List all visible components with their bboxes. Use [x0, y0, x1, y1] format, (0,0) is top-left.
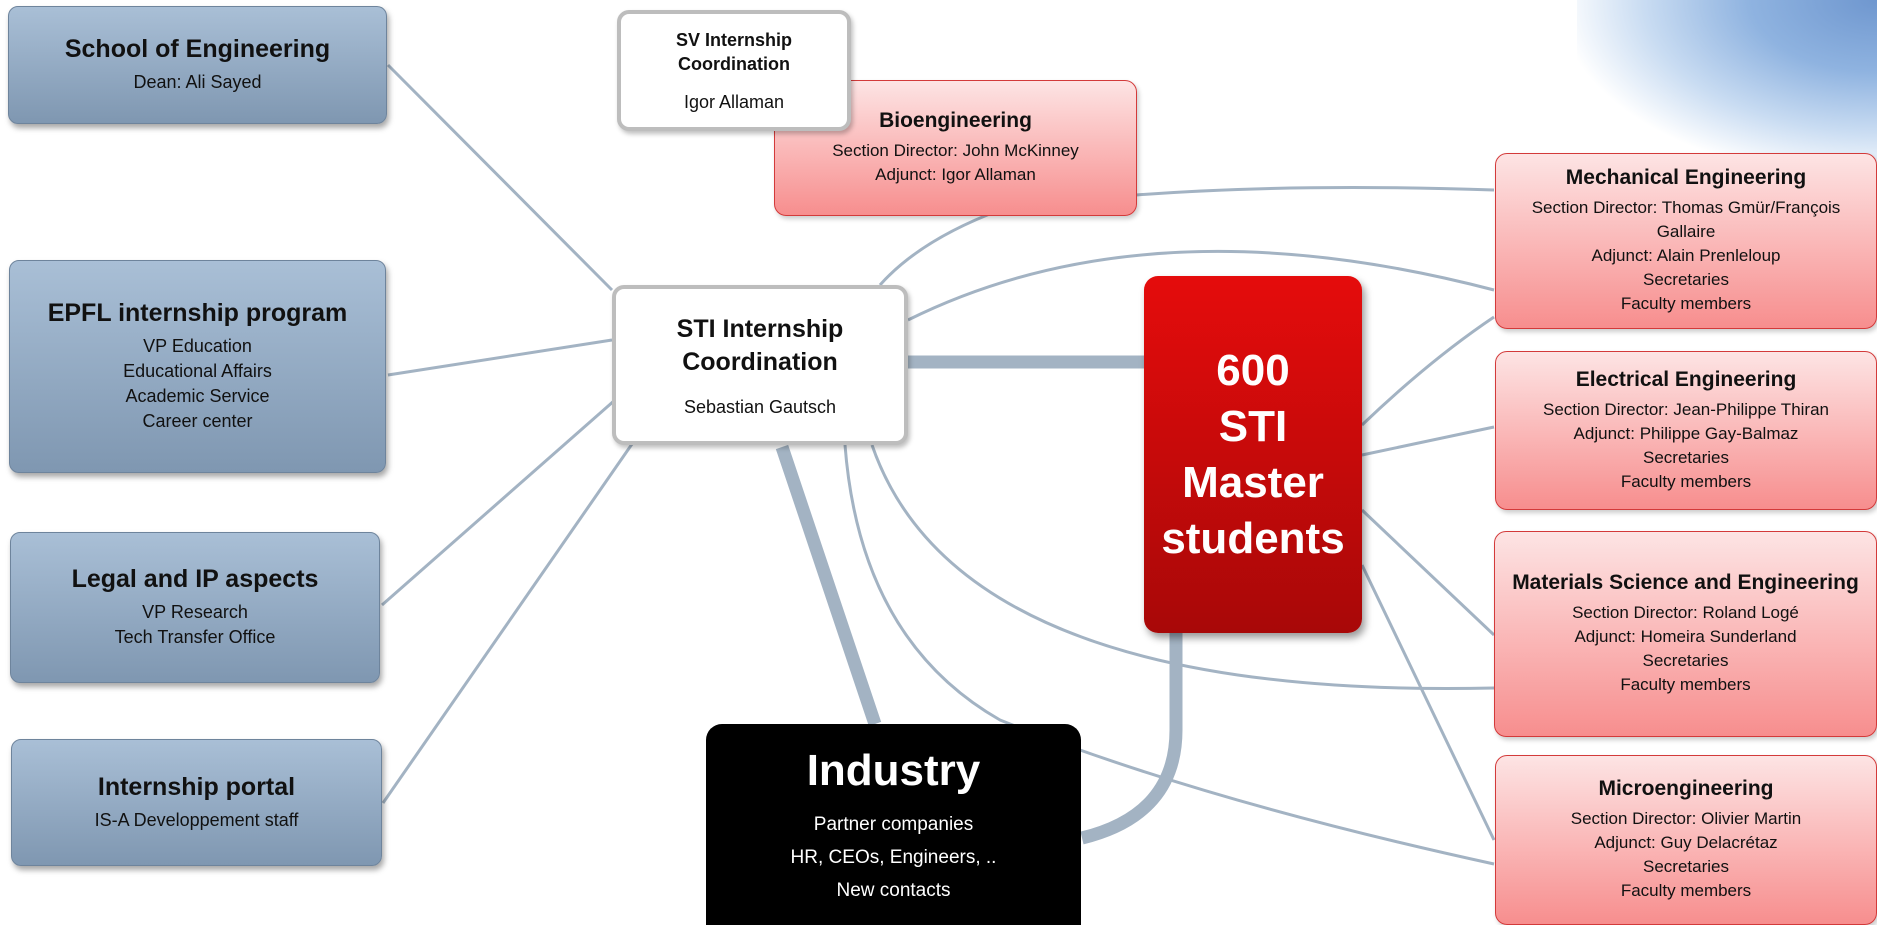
mat-line: Faculty members	[1620, 675, 1751, 694]
sti-person: Sebastian Gautsch	[683, 396, 837, 417]
industry-box[interactable]: Industry Partner companies HR, CEOs, Eng…	[706, 724, 1081, 925]
connector-school	[386, 63, 614, 292]
connector-mech-students	[1360, 315, 1495, 427]
students-line: students	[1161, 513, 1345, 563]
connector-mat-sti	[870, 444, 1495, 691]
connector-mech-sti	[907, 249, 1495, 322]
sv-title-line-1: SV Internship	[675, 30, 792, 50]
school-title: School of Engineering	[64, 35, 331, 63]
elec-line: Faculty members	[1620, 471, 1752, 491]
microengineering-box[interactable]: Microengineering Section Director: Olivi…	[1495, 755, 1877, 925]
mechanical-engineering-box[interactable]: Mechanical Engineering Section Director:…	[1495, 153, 1877, 329]
school-line: Dean: Ali Sayed	[133, 72, 262, 92]
elec-line: Section Director: Jean-Philippe Thiran	[1543, 399, 1829, 419]
electrical-engineering-box[interactable]: Electrical Engineering Section Director:…	[1495, 351, 1877, 510]
mech-line: Section Director: Thomas Gmür/François	[1531, 198, 1841, 217]
elec-line: Secretaries	[1643, 447, 1729, 467]
industry-line: New contacts	[836, 880, 951, 901]
legal-line: Tech Transfer Office	[114, 627, 276, 647]
sti-master-students-box[interactable]: 600 STI Master students	[1144, 276, 1362, 633]
mat-line: Section Director: Roland Logé	[1572, 603, 1799, 622]
connector-elec	[1361, 425, 1495, 457]
mech-line: Gallaire	[1656, 222, 1716, 241]
elec-line: Adjunct: Philippe Gay-Balmaz	[1573, 423, 1799, 443]
connector-epfl	[387, 338, 613, 377]
mech-line: Secretaries	[1643, 270, 1729, 289]
portal-line: IS-A Developpement staff	[94, 809, 299, 830]
connector-sti-industry	[775, 444, 882, 727]
sky-decoration	[1577, 0, 1877, 170]
industry-title: Industry	[806, 746, 981, 795]
internship-portal-box[interactable]: Internship portal IS-A Developpement sta…	[11, 739, 382, 866]
connector-micro-students	[1360, 564, 1496, 841]
students-line: Master	[1182, 457, 1324, 507]
legal-title: Legal and IP aspects	[71, 565, 319, 593]
sti-title-line-2: Coordination	[682, 347, 838, 376]
mat-title: Materials Science and Engineering	[1512, 571, 1859, 594]
connector-students-industry	[1080, 633, 1183, 845]
materials-science-box[interactable]: Materials Science and Engineering Sectio…	[1494, 531, 1877, 737]
micro-title: Microengineering	[1598, 777, 1774, 800]
legal-line: VP Research	[142, 602, 248, 622]
connector-portal	[381, 443, 634, 804]
epfl-line: Academic Service	[125, 386, 270, 406]
school-of-engineering-box[interactable]: School of Engineering Dean: Ali Sayed	[8, 6, 387, 124]
mech-line: Adjunct: Alain Prenleloup	[1591, 246, 1781, 265]
micro-line: Faculty members	[1620, 881, 1752, 900]
micro-line: Adjunct: Guy Delacrétaz	[1594, 833, 1778, 852]
sv-person: Igor Allaman	[683, 92, 785, 112]
mech-line: Faculty members	[1620, 294, 1752, 313]
micro-line: Section Director: Olivier Martin	[1570, 809, 1802, 828]
legal-ip-aspects-box[interactable]: Legal and IP aspects VP Research Tech Tr…	[10, 532, 380, 683]
bio-title: Bioengineering	[879, 109, 1032, 132]
mat-line: Secretaries	[1642, 651, 1729, 670]
bio-line: Adjunct: Igor Allaman	[875, 165, 1036, 184]
elec-title: Electrical Engineering	[1575, 367, 1797, 391]
industry-line: Partner companies	[813, 814, 974, 835]
connector-legal	[381, 398, 616, 607]
students-line: STI	[1218, 401, 1288, 451]
mat-line: Adjunct: Homeira Sunderland	[1574, 627, 1797, 646]
micro-line: Secretaries	[1643, 857, 1729, 876]
portal-title: Internship portal	[97, 772, 296, 801]
epfl-internship-program-box[interactable]: EPFL internship program VP Education Edu…	[9, 260, 386, 473]
students-line: 600	[1216, 345, 1290, 395]
sv-title-line-2: Coordination	[678, 54, 790, 74]
sti-internship-coordination-box[interactable]: STI Internship Coordination Sebastian Ga…	[612, 285, 908, 445]
bio-line: Section Director: John McKinney	[832, 141, 1079, 160]
epfl-line: VP Education	[143, 336, 252, 356]
sv-internship-coordination-box[interactable]: SV Internship Coordination Igor Allaman	[617, 10, 851, 131]
connector-mat-students	[1360, 508, 1496, 637]
mech-title: Mechanical Engineering	[1565, 166, 1807, 189]
epfl-line: Career center	[142, 411, 253, 431]
epfl-title: EPFL internship program	[47, 299, 348, 327]
epfl-line: Educational Affairs	[123, 361, 272, 381]
sti-title-line-1: STI Internship	[676, 314, 844, 343]
industry-line: HR, CEOs, Engineers, ..	[790, 847, 997, 868]
